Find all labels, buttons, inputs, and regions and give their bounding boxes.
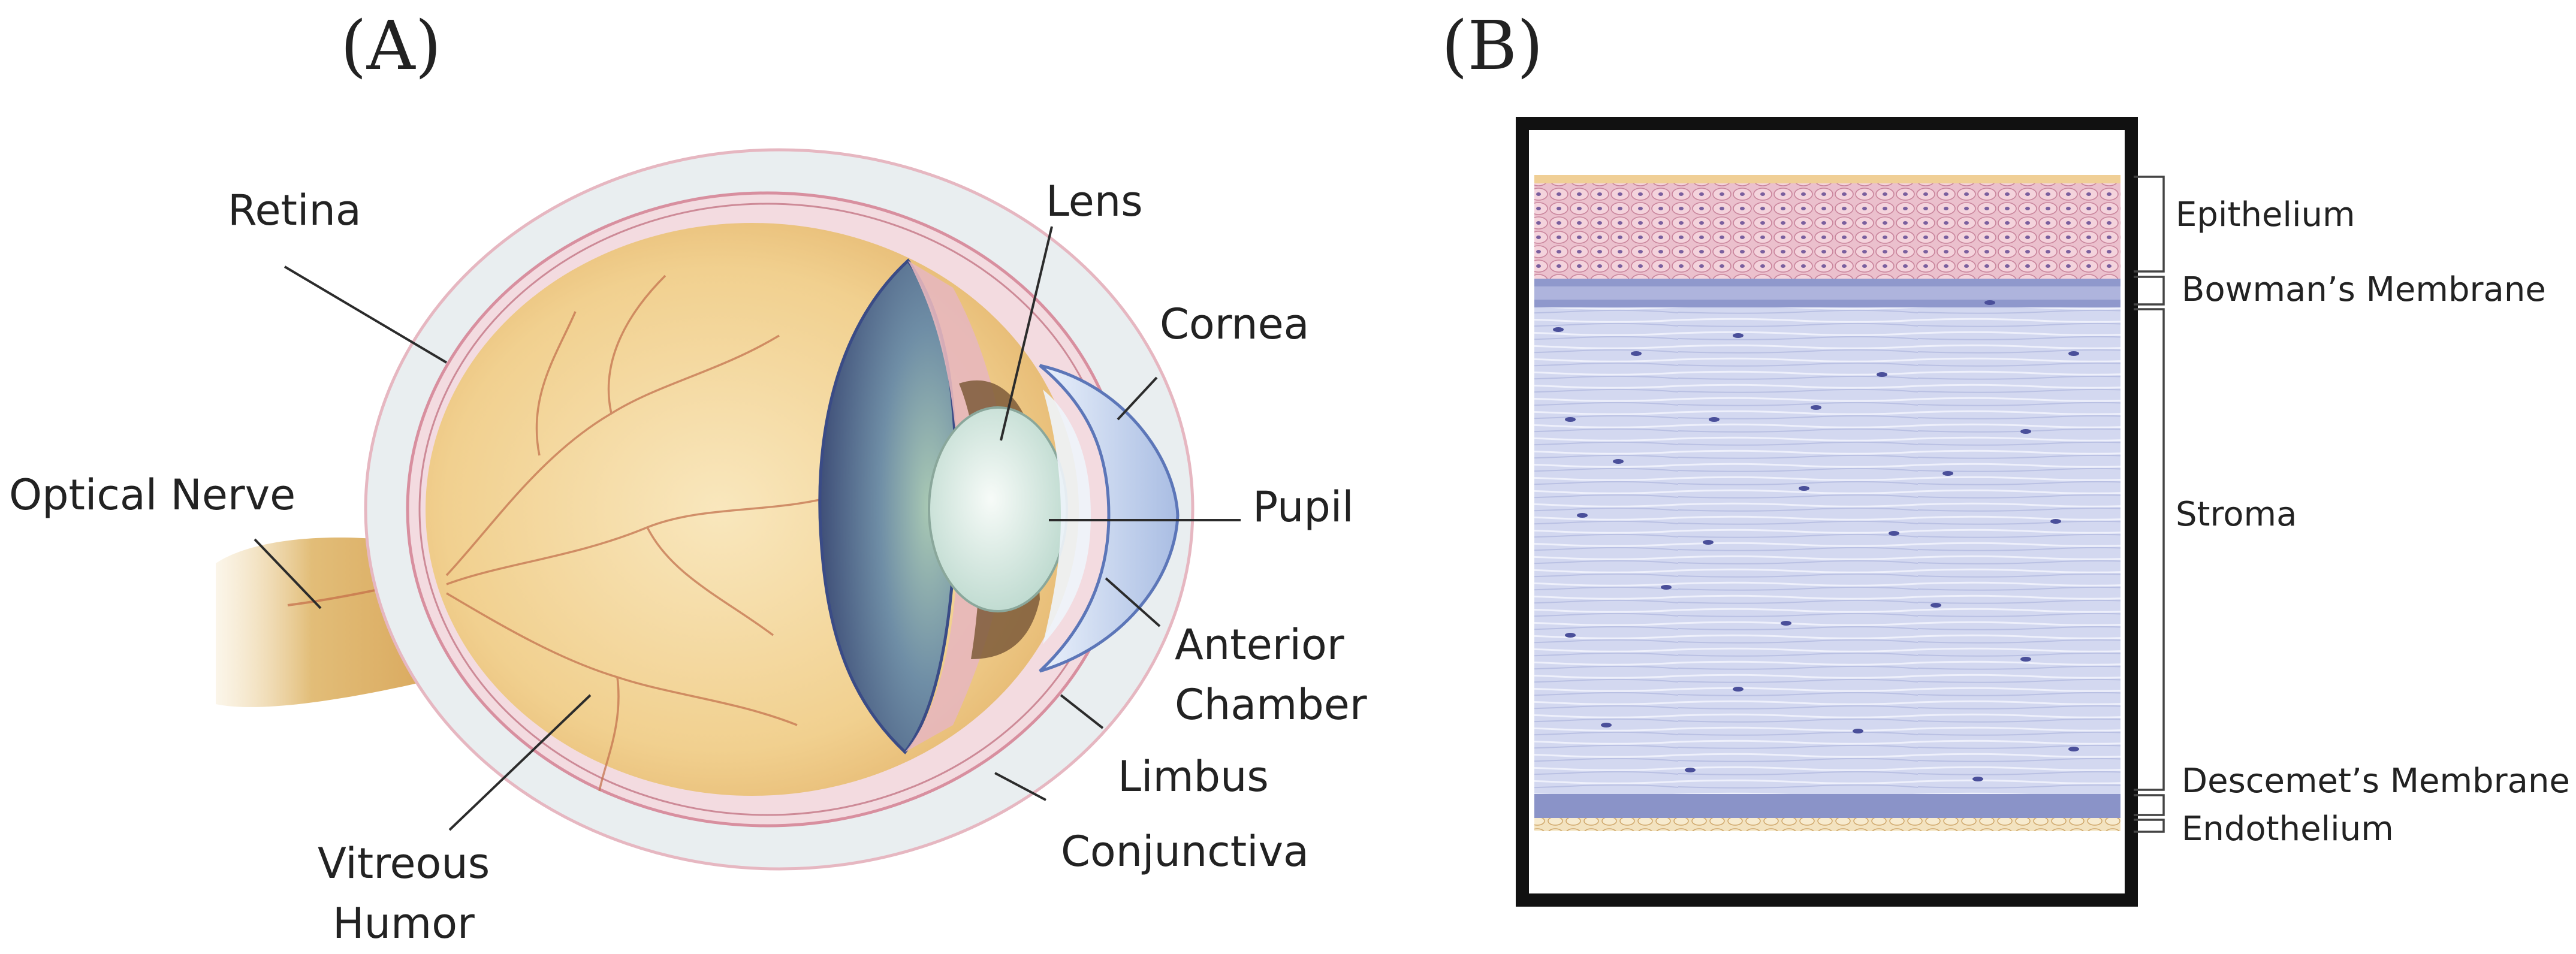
blood-vessels xyxy=(445,274,852,792)
stroma-keratocytes xyxy=(1553,300,2079,781)
cornea xyxy=(1039,364,1180,673)
panel-a: (A) xyxy=(9,7,1367,948)
label-vitreous-2: Humor xyxy=(333,899,475,948)
label-epithelium: Epithelium xyxy=(2176,195,2355,234)
label-lens: Lens xyxy=(1046,177,1143,226)
label-conjunctiva: Conjunctiva xyxy=(1061,827,1309,876)
eye-cross-section xyxy=(216,148,1195,871)
layer-brackets xyxy=(2134,176,2165,833)
label-pupil: Pupil xyxy=(1253,482,1354,532)
panel-b-frame xyxy=(1516,117,2138,907)
label-anterior-chamber-1: Anterior xyxy=(1175,620,1344,669)
panel-a-title: (A) xyxy=(340,7,441,85)
label-endothelium: Endothelium xyxy=(2182,810,2394,849)
label-descemet: Descemet’s Membrane xyxy=(2182,762,2570,801)
lens xyxy=(928,406,1068,612)
leader-lines xyxy=(254,226,1241,831)
label-vitreous-1: Vitreous xyxy=(318,839,490,888)
layer-epithelium xyxy=(1534,177,2120,279)
eye-labels: Retina Lens Cornea Optical Nerve Pupil A… xyxy=(9,177,1367,948)
label-limbus: Limbus xyxy=(1118,752,1269,801)
label-cornea: Cornea xyxy=(1160,300,1310,349)
layer-labels: Epithelium Bowman’s Membrane Stroma Desc… xyxy=(2176,195,2570,849)
label-retina: Retina xyxy=(228,186,361,235)
cornea-layers xyxy=(1516,117,2138,907)
label-bowman: Bowman’s Membrane xyxy=(2182,270,2546,309)
panel-b: (B) xyxy=(1441,7,2570,907)
panel-b-title: (B) xyxy=(1441,7,1543,85)
layer-descemet xyxy=(1534,794,2120,818)
label-stroma: Stroma xyxy=(2176,495,2297,534)
layer-stroma xyxy=(1534,307,2120,794)
layer-endothelium xyxy=(1534,818,2120,831)
label-optical-nerve: Optical Nerve xyxy=(9,470,295,520)
label-anterior-chamber-2: Chamber xyxy=(1175,680,1367,729)
